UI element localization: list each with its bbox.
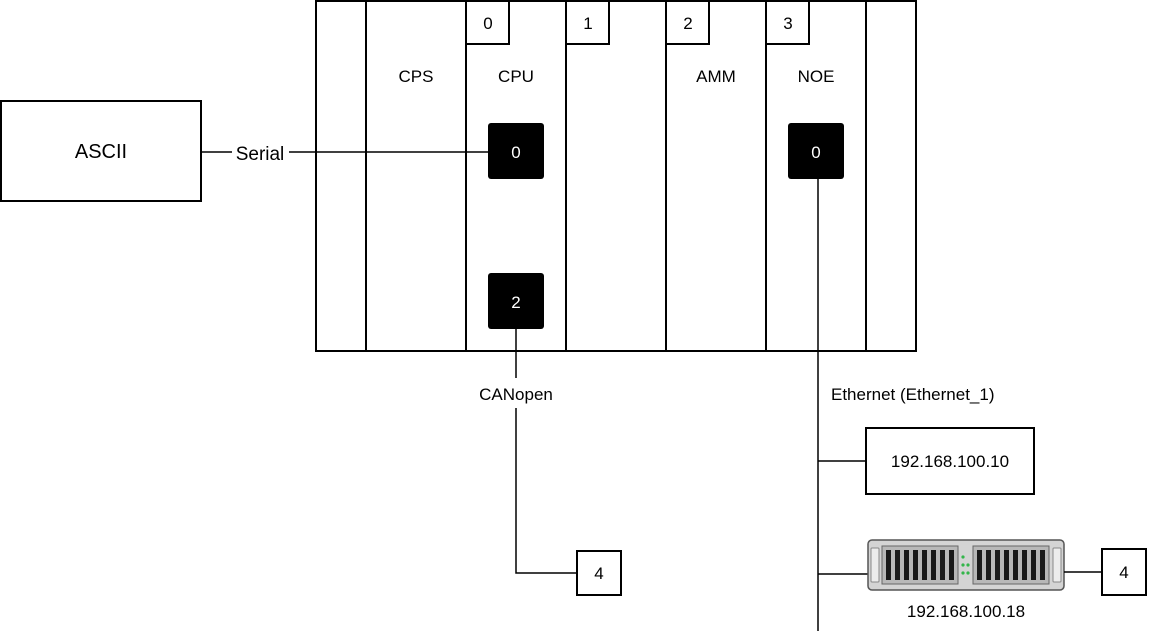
ethernet-device-2-ip: 192.168.100.18: [907, 602, 1025, 621]
canopen-line-bottom: [515, 408, 577, 574]
rack: 0 1 2 3 CPS CPU AMM NOE 0 2 0: [315, 0, 917, 352]
canopen-label: CANopen: [479, 385, 553, 404]
ethernet-device-2-address-box: [1101, 548, 1147, 596]
server-status-leds: [961, 555, 970, 575]
ascii-device-box: [0, 100, 202, 202]
ethernet-device-1-box: [865, 427, 1035, 495]
module-label-cps: CPS: [399, 67, 434, 86]
module-label-noe: NOE: [798, 67, 835, 86]
canopen-device-address: 4: [594, 564, 603, 583]
module-label-amm: AMM: [696, 67, 736, 86]
ethernet-label: Ethernet (Ethernet_1): [831, 385, 994, 404]
ethernet-device-2-address: 4: [1119, 563, 1128, 582]
slot-number-1: 1: [583, 14, 592, 33]
module-label-cpu: CPU: [498, 67, 534, 86]
cpu-serial-port-label: 0: [511, 143, 520, 162]
ethernet-device-1-ip: 192.168.100.10: [891, 452, 1009, 471]
server-icon: [867, 539, 1065, 591]
slot-number-2: 2: [683, 14, 692, 33]
rack-frame: [315, 0, 917, 352]
slot-number-3: 3: [783, 14, 792, 33]
slot-number-tab: [565, 1, 610, 45]
noe-ethernet-port-label: 0: [811, 143, 820, 162]
serial-label: Serial: [236, 144, 285, 165]
canopen-device-box: [576, 550, 622, 596]
cpu-serial-port[interactable]: [488, 123, 544, 179]
cpu-canopen-port-label: 2: [511, 293, 520, 312]
cpu-canopen-port[interactable]: [488, 273, 544, 329]
slot-number-0: 0: [483, 14, 492, 33]
server-drive-bays: [886, 550, 1045, 580]
slot-number-tab: [765, 1, 810, 45]
ascii-device-label: ASCII: [75, 141, 127, 163]
slot-number-tab: [665, 1, 710, 45]
slot-number-tab: [465, 1, 510, 45]
noe-ethernet-port[interactable]: [788, 123, 844, 179]
